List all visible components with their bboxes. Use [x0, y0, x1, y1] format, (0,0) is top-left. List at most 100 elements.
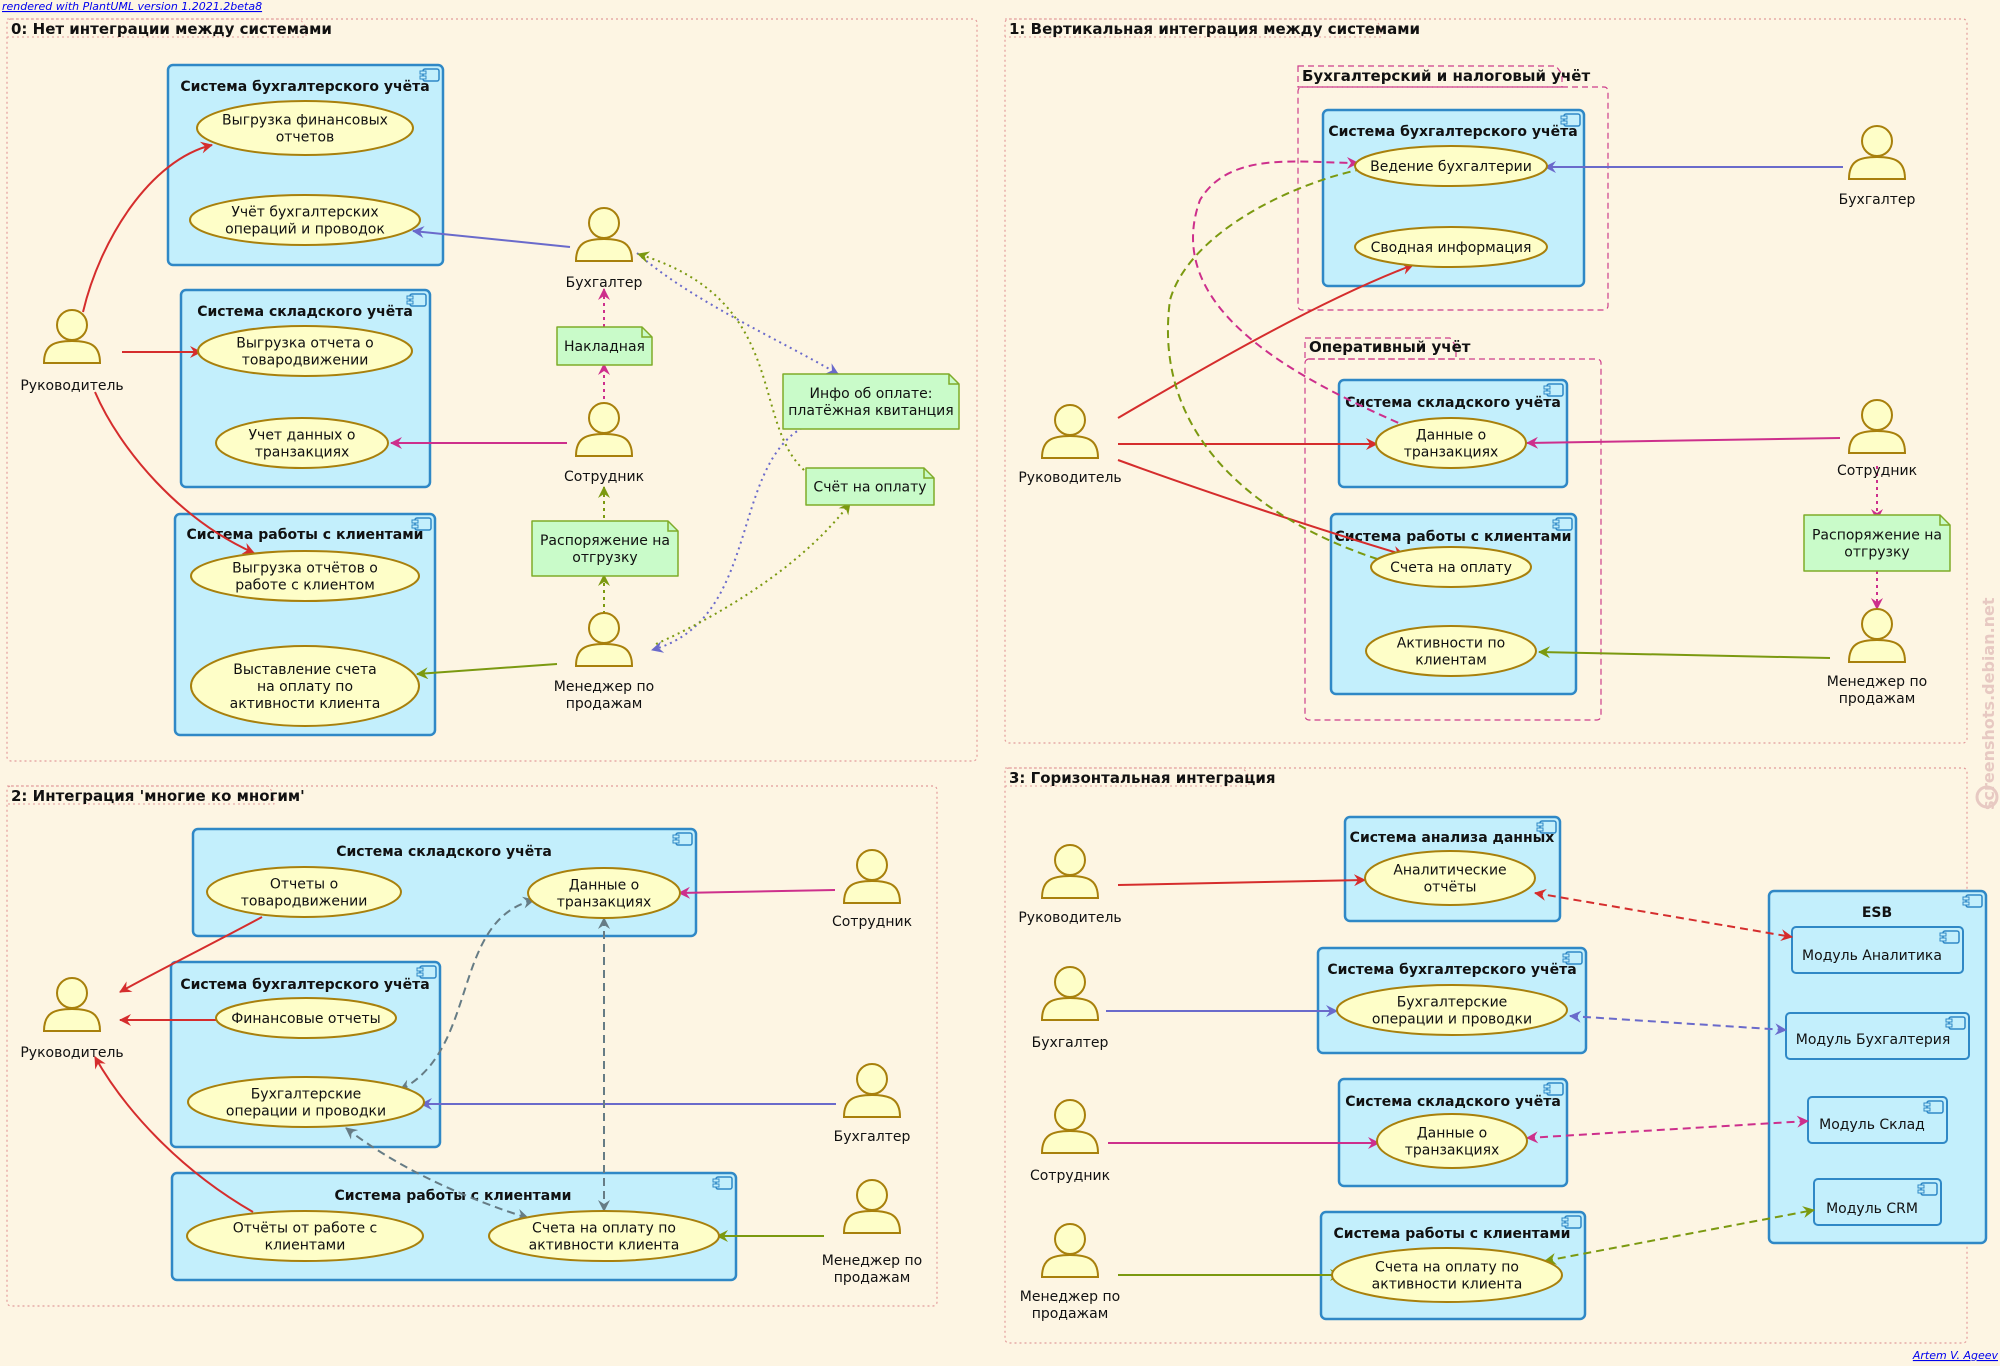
- actor-icon: Руководитель: [20, 977, 124, 1061]
- watermark: screenshots.debian.net: [1975, 597, 1999, 810]
- note-label: Накладная: [564, 339, 645, 355]
- actor-label: Менеджер по: [554, 679, 654, 695]
- usecase-label: Выгрузка отчётов о: [232, 561, 378, 577]
- usecase: Сводная информация: [1354, 226, 1548, 268]
- package-title: 2: Интеграция 'многие ко многим': [11, 787, 305, 805]
- system-title: Система бухгалтерского учёта: [180, 977, 429, 993]
- actor-label: Бухгалтер: [1032, 1035, 1109, 1051]
- system-title: Система бухгалтерского учёта: [180, 79, 429, 95]
- usecase-label: транзакциях: [255, 445, 350, 461]
- system-title: Система бухгалтерского учёта: [1327, 962, 1576, 978]
- note: Счёт на оплату: [805, 467, 935, 506]
- esb-module: Модуль Аналитика: [1791, 926, 1964, 974]
- usecase-label: клиентам: [1415, 653, 1487, 669]
- usecase-label: Выгрузка финансовых: [222, 113, 388, 129]
- note: Инфо об оплате:платёжная квитанция: [782, 373, 960, 430]
- usecase-label: Данные о: [569, 878, 640, 894]
- usecase-label: Учет данных о: [249, 428, 356, 444]
- plantuml-version-link[interactable]: rendered with PlantUML version 1.2021.2b…: [2, 0, 262, 13]
- actor-icon: Руководитель: [1018, 844, 1122, 926]
- usecase-label: транзакциях: [1404, 445, 1499, 461]
- edges: [82, 141, 1883, 1281]
- note-label: Распоряжение на: [1812, 528, 1942, 544]
- usecase-label: Данные о: [1417, 1126, 1488, 1142]
- actor-label: продажам: [566, 696, 643, 712]
- actor-label: продажам: [834, 1270, 911, 1286]
- package-2: 2: Интеграция 'многие ко многим': [6, 785, 938, 1307]
- system-title: Система работы с клиентами: [1334, 1226, 1571, 1242]
- usecase: Ведение бухгалтерии: [1354, 145, 1548, 187]
- usecase-label: Аналитические: [1393, 863, 1506, 879]
- esb-module: Модуль Склад: [1807, 1096, 1948, 1144]
- usecase-label: Выставление счета: [233, 662, 377, 678]
- usecase-label: Бухгалтерские: [251, 1087, 362, 1103]
- actor-icon: Руководитель: [1018, 404, 1122, 486]
- note-label: платёжная квитанция: [788, 403, 953, 419]
- author-link[interactable]: Artem V. Ageev: [1912, 1349, 1999, 1362]
- usecase-label: активности клиента: [230, 696, 381, 712]
- actor-label: продажам: [1839, 691, 1916, 707]
- usecase-label: Активности по: [1397, 636, 1505, 652]
- actor-icon: Сотрудник: [564, 402, 644, 485]
- actor-label: Сотрудник: [832, 914, 912, 930]
- usecase-label: Отчёты от работе с: [233, 1221, 377, 1237]
- actor-icon: Руководитель: [20, 309, 124, 394]
- actor-icon: Сотрудник: [1837, 399, 1917, 479]
- usecase-label: операции и проводки: [1372, 1012, 1532, 1028]
- system-title: Система складского учёта: [197, 304, 413, 320]
- actor-label: продажам: [1032, 1306, 1109, 1322]
- usecase-label: операций и проводок: [225, 222, 385, 238]
- module-label: Модуль Склад: [1819, 1117, 1925, 1133]
- actor-icon: Сотрудник: [832, 849, 912, 930]
- subpackage-title: Бухгалтерский и налоговый учёт: [1302, 67, 1590, 85]
- package-0: 0: Нет интеграции между системами: [6, 18, 978, 762]
- system-title: Система складского учёта: [1345, 395, 1561, 411]
- usecase-label: транзакциях: [557, 895, 652, 911]
- usecase-label: Бухгалтерские: [1397, 995, 1508, 1011]
- actor-label: Руководитель: [20, 1045, 123, 1061]
- module-label: Модуль Бухгалтерия: [1796, 1032, 1951, 1048]
- package-title: 3: Горизонтальная интеграция: [1009, 769, 1275, 787]
- actor-label: Руководитель: [1018, 470, 1121, 486]
- usecase-label: товародвижении: [241, 894, 368, 910]
- usecase-label: Ведение бухгалтерии: [1370, 159, 1532, 175]
- svg-text:screenshots.debian.net: screenshots.debian.net: [1979, 597, 1998, 810]
- subpackage-accounting: Бухгалтерский и налоговый учёт: [1297, 65, 1609, 311]
- note: Накладная: [556, 326, 653, 366]
- usecase-label: Выгрузка отчета о: [236, 336, 373, 352]
- esb-module: Модуль Бухгалтерия: [1785, 1012, 1970, 1060]
- usecase: Счета на оплату: [1370, 546, 1532, 588]
- usecase-label: Отчеты о: [270, 877, 338, 893]
- usecase-label: Счета на оплату по: [1375, 1260, 1519, 1276]
- esb-module: Модуль CRM: [1813, 1178, 1942, 1226]
- esb-title: ESB: [1862, 905, 1892, 921]
- usecase: Финансовые отчеты: [215, 997, 397, 1039]
- actor-label: Руководитель: [20, 378, 123, 394]
- usecase-label: работе с клиентом: [235, 578, 375, 594]
- usecase-label: отчёты: [1424, 880, 1477, 896]
- usecase-label: Учёт бухгалтерских: [231, 205, 378, 221]
- subpackage-operational: Оперативный учёт: [1304, 337, 1602, 721]
- actor-label: Бухгалтер: [566, 275, 643, 291]
- package-title: 0: Нет интеграции между системами: [11, 20, 332, 38]
- usecase-label: транзакциях: [1405, 1143, 1500, 1159]
- note-label: отгрузку: [572, 550, 637, 566]
- module-label: Модуль CRM: [1826, 1201, 1918, 1217]
